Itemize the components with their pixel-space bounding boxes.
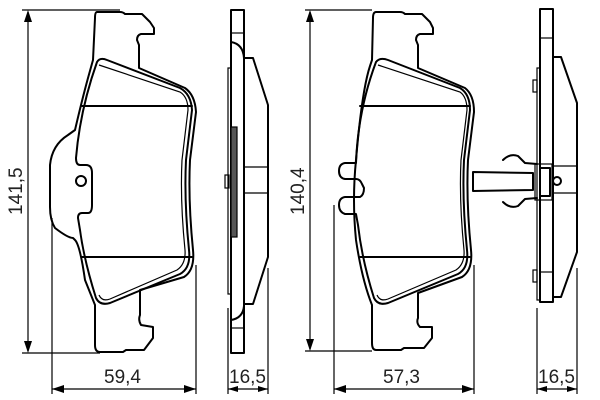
pad-1-width-label: 59,4 [104,367,141,388]
pad-2-side-view [472,8,578,303]
pad-1-sensor-hole [75,175,87,187]
pad-2-thickness-dimension: 16,5 [536,268,578,394]
pad-2-friction-material [338,57,471,305]
pad-1-shim-layer [230,126,238,238]
pad-2-width-dimension: 57,3 [333,205,475,394]
pad-2-tab-bottom [532,269,538,283]
pad-2-front-view [338,11,475,351]
pad-1-backing-plate [49,11,197,353]
pad-2-retaining-clip [472,154,562,208]
pad-2-friction-inner [376,64,468,301]
pad-2-side-friction [552,56,578,298]
pad-2-height-dimension: 140,4 [288,9,372,352]
pad-1-thickness-label: 16,5 [229,367,266,388]
pad-1-front-view [49,11,197,353]
pad-1-thickness-dimension: 16,5 [227,268,269,394]
pad-2-backing-plate [353,11,475,351]
pad-1-tab [224,174,230,189]
pad-1-side-friction [243,57,269,305]
pad-1-height-dimension: 141,5 [6,9,120,354]
pad-1-side-view [224,9,269,354]
pad-1-friction-material [75,57,193,305]
pad-1-width-dimension: 59,4 [51,218,197,394]
pad-2-height-label: 140,4 [288,167,309,215]
pad-2-tab-top [532,79,538,93]
pad-1-friction-inner [98,64,189,301]
pad-2-thickness-label: 16,5 [538,367,575,388]
pad-2-width-label: 57,3 [383,367,420,388]
pad-2-side-backing [539,8,554,303]
pad-1-height-label: 141,5 [6,167,27,215]
